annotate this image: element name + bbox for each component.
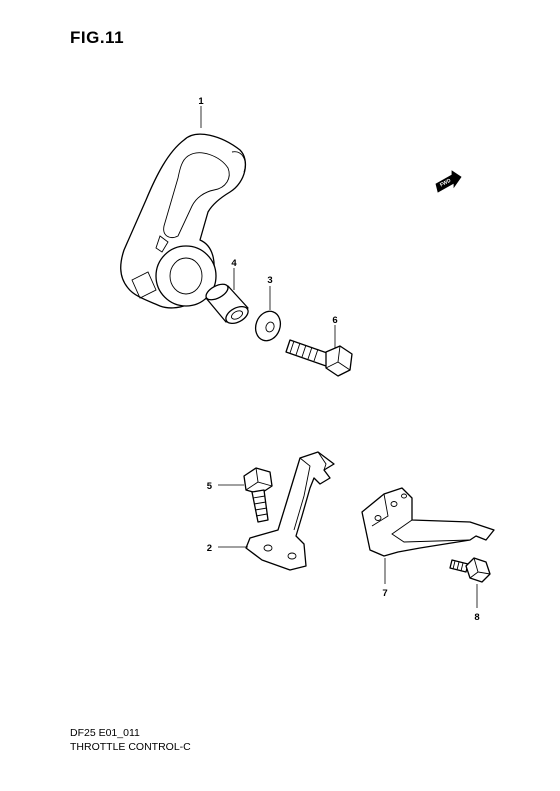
callout-8: 8 [474, 612, 479, 623]
part-2-bracket [245, 451, 335, 571]
fwd-label: FWD [439, 178, 452, 189]
part-6-bolt [285, 339, 353, 377]
part-3-washer [254, 310, 282, 342]
figure-code: DF25 E01_011 [70, 727, 140, 739]
callout-6: 6 [332, 315, 337, 326]
part-7-bracket [361, 487, 495, 557]
part-8-bolt [449, 557, 491, 583]
part-4-collar [205, 283, 249, 325]
part-1-throttle-lever [120, 133, 247, 309]
figure-title: FIG.11 [70, 28, 125, 47]
part-5-bolt [243, 467, 273, 523]
callout-3: 3 [267, 275, 272, 286]
fwd-arrow-icon: FWD [435, 170, 462, 193]
callout-7: 7 [382, 588, 387, 599]
callout-5: 5 [207, 481, 213, 492]
callout-4: 4 [231, 258, 237, 269]
figure-name: THROTTLE CONTROL-C [70, 741, 191, 753]
callout-1: 1 [198, 96, 204, 107]
callout-2: 2 [207, 543, 212, 554]
